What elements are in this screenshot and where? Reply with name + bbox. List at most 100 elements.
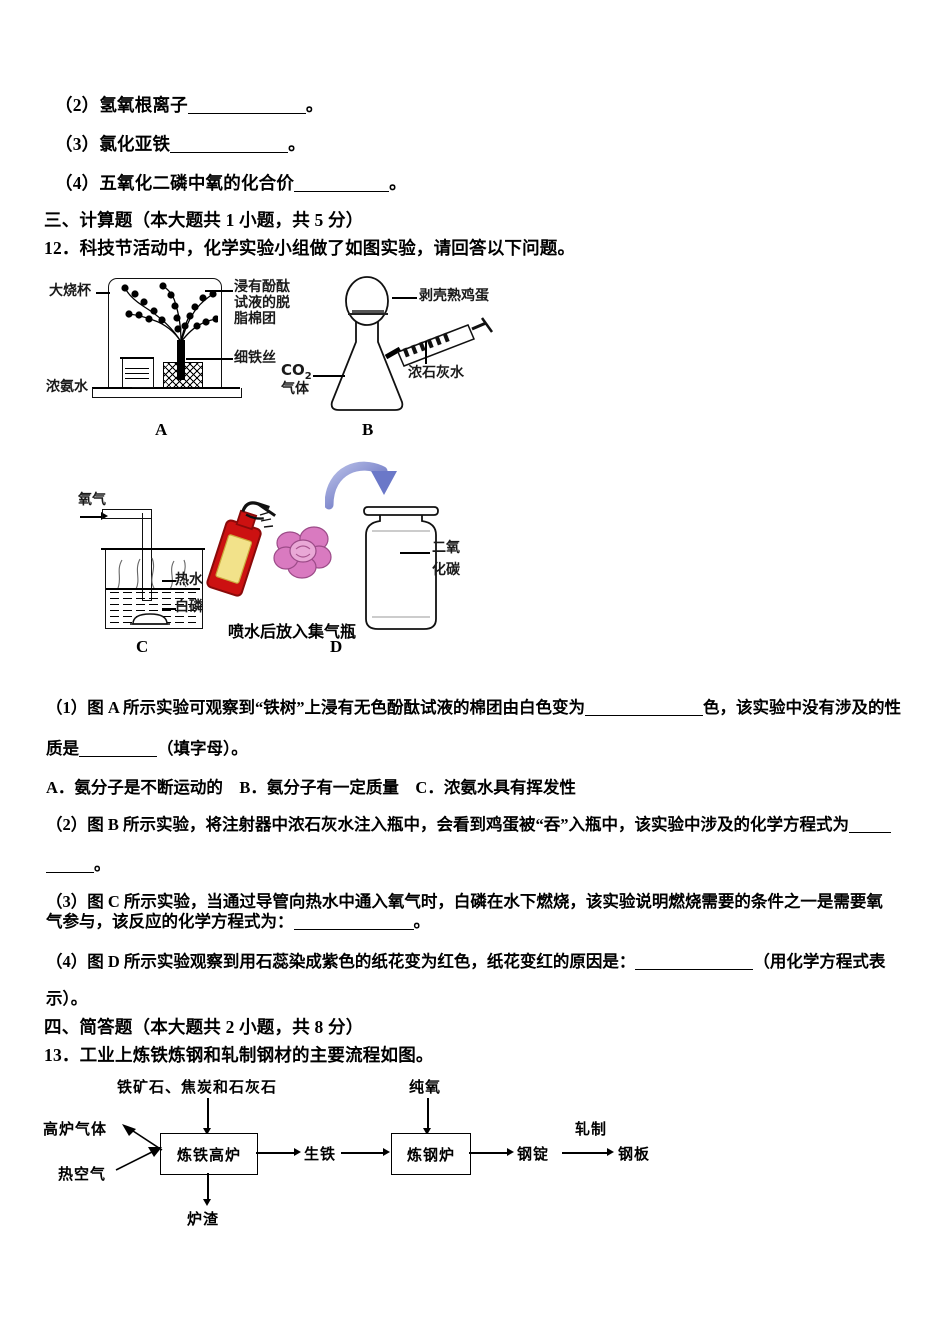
flow-node-steel-plate: 钢板 [618,1145,651,1163]
flow-input-hot-air: 热空气 [58,1165,107,1183]
flow-arrow-slag-shaft [207,1173,209,1201]
question-text-segment: （3）图 C 所示实验，当通过导管向热水中通入氧气时，白磷在水下燃烧，该实验说明… [46,892,883,911]
beaker-c-rim [101,548,205,550]
white-phosphorus [130,613,170,625]
item-tail: 。 [305,95,324,115]
section-four-heading: 四、简答题（本大题共 2 小题，共 8 分） [44,1017,364,1037]
answer-blank[interactable] [170,137,289,153]
label-iron-wire: 细铁丝 [234,350,276,366]
question-text-segment: （填字母）。 [157,739,248,758]
leader-phosphorus [162,608,176,610]
flow-line-to-ingot [469,1152,509,1154]
label-peeled-egg: 剥壳熟鸡蛋 [419,288,489,304]
flow-line-to-pigiron [256,1152,296,1154]
question-text-segment: 示）。 [46,989,88,1008]
co2-subscript: 2 [304,371,312,382]
flow-arrow-pigiron-to-steel [383,1148,390,1156]
spray-mist-icon [259,511,274,528]
question-text-segment: （4）图 D 所示实验观察到用石蕊染成紫色的纸花变为红色，纸花变红的原因是： [46,952,636,971]
answer-blank[interactable] [585,700,704,716]
question-text: 工业上炼铁炼钢和轧制钢材的主要流程如图。 [79,1045,434,1065]
fill-in-item-3: （3）氯化亚铁 。 [55,131,306,156]
small-beaker [122,358,154,388]
flask-mouth-rim-2 [348,313,388,315]
label-co2-gas-line2: 气体 [281,381,309,397]
flow-node-steel-ingot: 钢锭 [517,1145,550,1163]
syringe [384,317,494,367]
question-text-segment: （2）图 B 所示实验，将注射器中浓石灰水注入瓶中，会看到鸡蛋被“吞”入瓶中，该… [46,815,850,834]
answer-blank[interactable] [849,817,892,833]
oxygen-arrow-head [101,512,108,520]
label-large-beaker: 大烧杯 [49,283,91,299]
flow-arrow-ore-head [203,1128,211,1135]
leader-co2 [313,375,345,377]
answer-blank[interactable] [46,857,94,873]
beaker-c [105,549,203,629]
item-tail: 。 [288,134,306,154]
q12-part4-line2: 示）。 [46,985,87,1009]
question-text-segment: 气参与，该反应的化学方程式为： [46,912,294,931]
question-text-segment: （1）图 A 所示实验可观察到“铁树”上浸有无色酚酞试液的棉团由白色变为 [46,698,586,717]
answer-blank[interactable] [79,741,157,757]
q12-part4-line1: （4）图 D 所示实验观察到用石蕊染成紫色的纸花变为红色，纸花变红的原因是： （用… [46,948,885,972]
label-co2-gas-line1: CO2 [281,361,312,383]
oxygen-arrow-shaft [80,516,102,518]
flow-box-blast-furnace: 炼铁高炉 [160,1133,258,1175]
item-number: （2） [55,95,100,115]
flow-box-steel-furnace: 炼钢炉 [391,1133,471,1175]
section-three-heading: 三、计算题（本大题共 1 小题，共 5 分） [44,210,364,230]
item-number: （3） [55,134,100,154]
conical-flask [330,311,404,411]
table-slab [92,388,242,398]
q12-part1-line2: 质是 （填字母）。 [46,735,248,759]
answer-blank[interactable] [293,914,414,930]
flow-node-pig-iron: 生铁 [304,1145,337,1163]
answer-blank[interactable] [187,98,306,114]
item-text: 氢氧根离子 [99,95,188,115]
question-13: 13．工业上炼铁炼钢和轧制钢材的主要流程如图。 [44,1042,434,1067]
flow-input-ore: 铁矿石、焦炭和石灰石 [117,1078,278,1096]
question-text-segment: （用化学方程式表 [753,952,886,971]
answer-blank[interactable] [635,954,754,970]
flow-input-pure-oxygen: 纯氧 [409,1078,442,1096]
flow-line-pigiron-to-steel [341,1152,385,1154]
leader-cotton [205,290,233,292]
tree-pot [163,362,203,389]
water-level-line [106,588,200,590]
flow-arrow-to-ingot [507,1148,514,1156]
q12-part2-line1: （2）图 B 所示实验，将注射器中浓石灰水注入瓶中，会看到鸡蛋被“吞”入瓶中，该… [46,811,892,835]
co2-text: CO [281,361,305,379]
label-concentrated-limewater: 浓石灰水 [408,365,464,381]
flow-arrow-to-plate [607,1148,614,1156]
label-cotton-ball: 浸有酚酞 试液的脱 脂棉团 [234,279,290,328]
label-spray-then-put-in-jar: 喷水后放入集气瓶 [228,624,357,641]
flow-arrow-to-pigiron [294,1148,301,1156]
leader-ammonia [106,387,132,389]
question-text-segment: 质是 [46,739,79,758]
flow-output-gas: 高炉气体 [43,1120,108,1138]
answer-blank[interactable] [294,176,390,192]
label-oxygen: 氧气 [78,492,106,508]
leader-limewater [425,341,427,364]
flow-arrow-slag-head [203,1199,211,1206]
flow-arrow-label-rolling: 轧制 [575,1120,608,1138]
item-text: 氯化亚铁 [99,134,171,154]
caption-b: B [362,420,374,439]
blue-curved-arrow-icon [325,461,397,510]
iron-tree-branches [121,282,218,343]
spray-bottle-icon [206,501,276,597]
label-carbon-dioxide-line1: 二氧 [432,540,460,556]
flow-output-slag: 炉渣 [187,1210,220,1228]
question-text-segment: 。 [413,912,431,931]
fill-in-item-2: （2）氢氧根离子 。 [55,92,324,117]
q12-part2-line2: 。 [46,851,111,875]
small-beaker-rim [120,357,154,359]
bubble-streaks [117,557,187,590]
flow-arrow-gas [122,1124,163,1151]
flow-arrow-oxygen-shaft [427,1098,429,1130]
question-number: 12． [44,238,80,258]
leader-egg [392,297,417,299]
caption-c: C [136,637,149,656]
caption-a: A [155,420,168,439]
